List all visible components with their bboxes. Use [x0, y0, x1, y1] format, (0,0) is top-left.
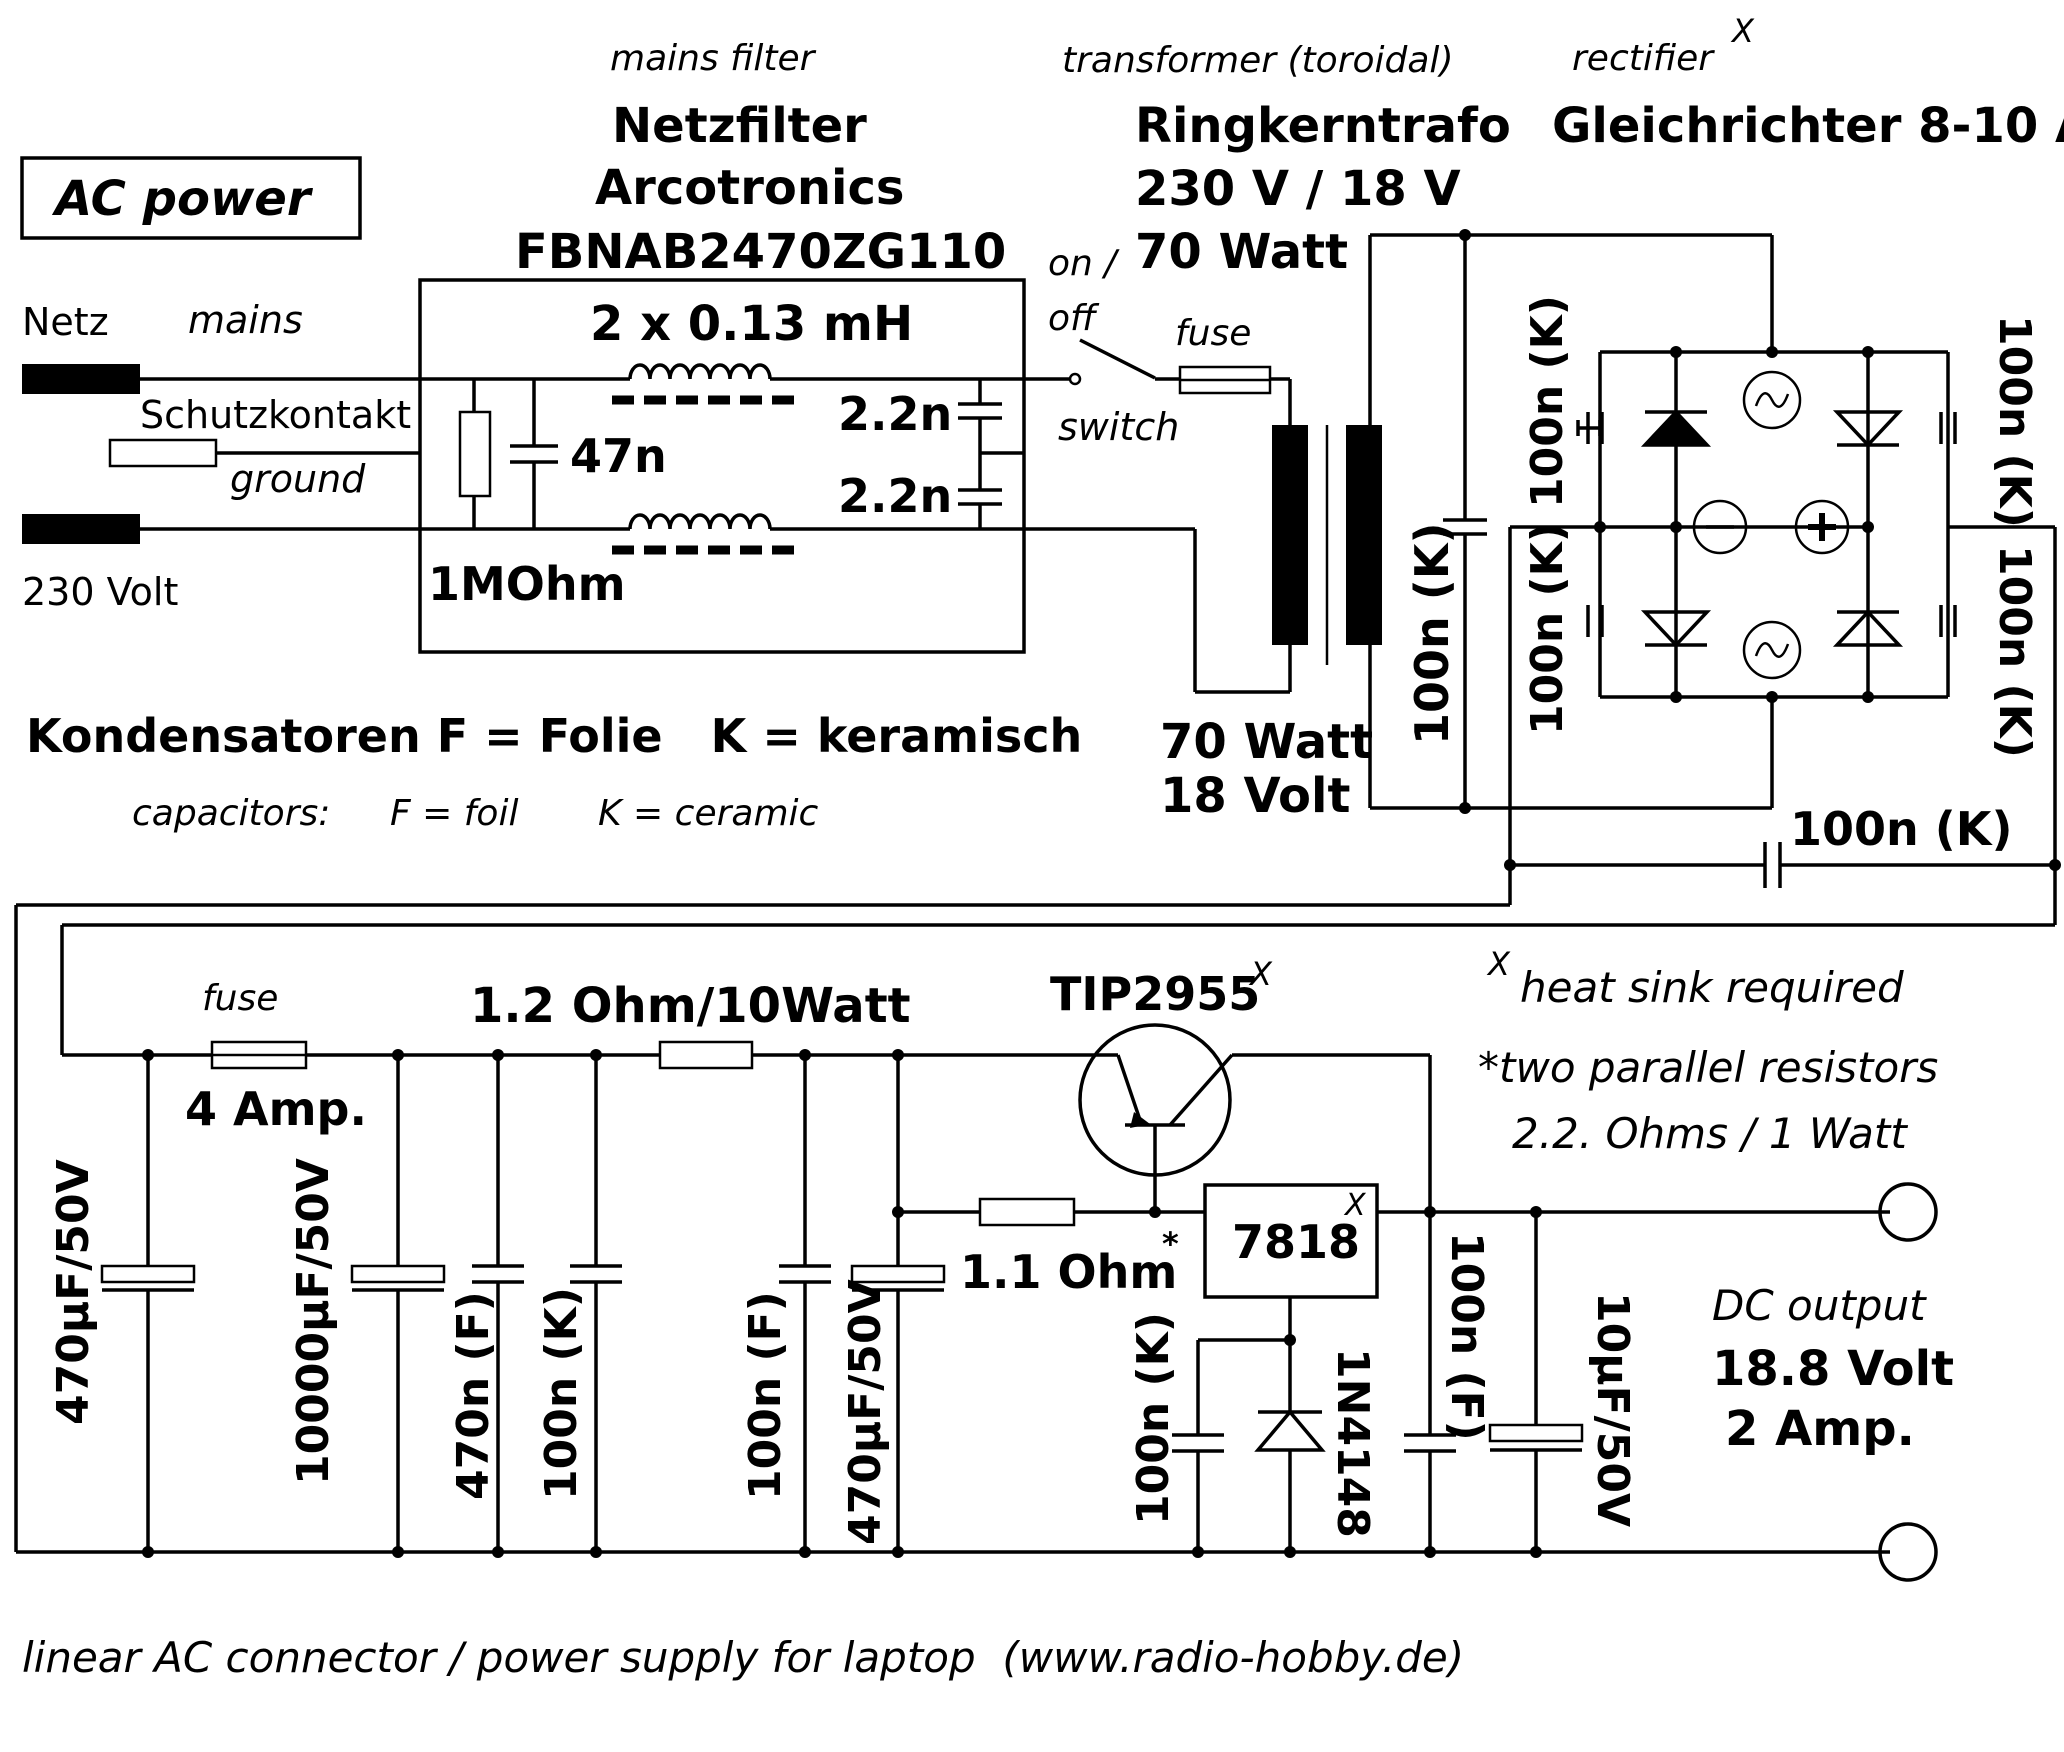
bridge-cap-bl-top: [1586, 412, 1604, 444]
c100nk-link-label: 100n (K): [1790, 802, 2012, 856]
cap-legend-en-1: capacitors:: [132, 793, 330, 834]
inductors-label: 2 x 0.13 mH: [590, 296, 913, 352]
netz-label: Netz: [22, 300, 109, 344]
resistor-1-2ohm: [658, 1040, 754, 1070]
cap-10uf: [1488, 1423, 1584, 1443]
ac-power-box: [20, 156, 362, 240]
sec-watt-label: 70 Watt: [1160, 714, 1373, 770]
ringkerntrafo-title: Ringkerntrafo: [1135, 98, 1511, 154]
resistor-1-1ohm: [978, 1197, 1076, 1227]
transformer-secondary: [1346, 425, 1382, 645]
bridge-diode-bl: [1640, 610, 1712, 648]
switch-lever: [1079, 338, 1156, 380]
plus-terminal: [1794, 499, 1850, 555]
c100nk-trafo-label: 100n (K): [1405, 523, 1459, 745]
tip-mark: X: [1248, 955, 1273, 993]
c100nk-br-top-label: 100n (K): [1989, 315, 2040, 528]
tip-label: TIP2955: [1050, 967, 1260, 1021]
ground-label: ground: [230, 457, 366, 501]
trafo-power: 70 Watt: [1135, 224, 1348, 280]
r12-label: 1.2 Ohm/10Watt: [470, 978, 911, 1034]
filter-part-number: FBNAB2470ZG110: [515, 224, 1006, 280]
v230-label: 230 Volt: [22, 570, 178, 614]
c100nk-bl-top-label: 100n (K): [1522, 295, 1573, 508]
mains-plug-bottom: [22, 514, 140, 544]
arcotronics-title: Arcotronics: [595, 160, 905, 216]
heat-sink-note: heat sink required: [1520, 963, 1904, 1012]
on-off-label-1: on /: [1048, 243, 1120, 284]
ac-power-label: AC power: [51, 171, 314, 227]
cap-470uf-b: [850, 1264, 946, 1284]
c470nf-label: 470n (F): [448, 1291, 499, 1500]
cap-legend-de: Kondensatoren F = Folie K = keramisch: [26, 709, 1082, 763]
bridge-diode-br: [1832, 609, 1904, 647]
switch-contact-a: [1068, 372, 1082, 386]
schutzkontakt-label: Schutzkontakt: [140, 393, 411, 437]
cap-legend-en-3: K = ceramic: [598, 793, 819, 834]
reg-mark: X: [1343, 1188, 1367, 1223]
c100nf-a-label: 100n (F): [740, 1291, 791, 1500]
c100nk-reg-label: 100n (K): [1128, 1312, 1179, 1525]
c100nk-bl-bot-label: 100n (K): [1522, 522, 1573, 735]
bridge-diode-tl: [1640, 409, 1712, 447]
c100nf-out-label: 100n (F): [1441, 1232, 1492, 1441]
filter-resistor-1mohm: [458, 410, 492, 498]
mains-label: mains: [188, 298, 303, 342]
r11-mark: *: [1162, 1225, 1179, 1263]
rectifier-en: rectifier: [1572, 38, 1715, 79]
cap-10000uf: [350, 1264, 446, 1284]
out-amp-label: 2 Amp.: [1725, 1401, 1915, 1457]
bridge-cap-bl-bot: [1586, 605, 1604, 637]
netzfilter-title: Netzfilter: [612, 98, 867, 154]
mains-filter-en: mains filter: [610, 38, 817, 79]
on-off-label-2: off: [1048, 298, 1100, 339]
ac-symbol-top: [1742, 370, 1802, 430]
inductor-top: [628, 363, 772, 380]
c470u-label: 470µF/50V: [48, 1159, 99, 1425]
transformer-primary: [1272, 425, 1308, 645]
output-terminal-plus[interactable]: [1878, 1182, 1938, 1242]
fuse-top-label: fuse: [1175, 313, 1251, 354]
c100nk-br-bot-label: 100n (K): [1989, 545, 2040, 758]
ac-symbol-bottom: [1742, 620, 1802, 680]
output-terminal-minus[interactable]: [1878, 1522, 1938, 1582]
sec-volt-label: 18 Volt: [1160, 768, 1350, 824]
minus-terminal: [1692, 499, 1748, 555]
rectifier-mark: X: [1730, 12, 1755, 50]
cap-470uf: [100, 1264, 196, 1284]
c10000u-label: 10000µF/50V: [288, 1158, 339, 1485]
heat-mark: X: [1486, 945, 1511, 983]
switch-label: switch: [1058, 405, 1179, 449]
c22n-a-label: 2.2n: [838, 387, 952, 441]
out-volt-label: 18.8 Volt: [1712, 1341, 1954, 1397]
two-parallel-note: *two parallel resistors: [1478, 1043, 1938, 1092]
c100nk-a-label: 100n (K): [536, 1287, 587, 1500]
reg-label: 7818: [1232, 1215, 1360, 1269]
bridge-cap-br-top: [1939, 412, 1957, 444]
dc-output-label: DC output: [1712, 1281, 1927, 1330]
res-values-note: 2.2. Ohms / 1 Watt: [1512, 1109, 1908, 1158]
fuse-bottom-label: fuse: [202, 978, 278, 1019]
r11-label: 1.1 Ohm: [960, 1245, 1177, 1299]
trafo-voltage: 230 V / 18 V: [1135, 161, 1461, 217]
c10u-label: 10µF/50V: [1587, 1292, 1638, 1527]
ground-terminal: [108, 438, 218, 468]
diode-label: 1N4148: [1327, 1348, 1378, 1538]
bridge-cap-br-bot: [1939, 605, 1957, 637]
c22n-b-label: 2.2n: [838, 469, 952, 523]
caption: linear AC connector / power supply for l…: [22, 1633, 1464, 1682]
bridge-diode-tr: [1832, 410, 1904, 448]
cap-legend-en-2: F = foil: [390, 793, 518, 834]
mains-plug-top: [22, 364, 140, 394]
r1mohm-label: 1MOhm: [428, 557, 626, 611]
c47n-label: 47n: [570, 429, 667, 483]
fuse-amp-label: 4 Amp.: [185, 1082, 367, 1136]
transformer-en: transformer (toroidal): [1062, 40, 1453, 81]
inductor-bottom: [628, 513, 772, 530]
gleichrichter-title: Gleichrichter 8-10 A: [1552, 98, 2064, 154]
mains-filter-box: [418, 278, 1026, 654]
c470u-b-label: 470µF/50V: [840, 1279, 891, 1545]
diode-1n4148: [1254, 1409, 1326, 1452]
